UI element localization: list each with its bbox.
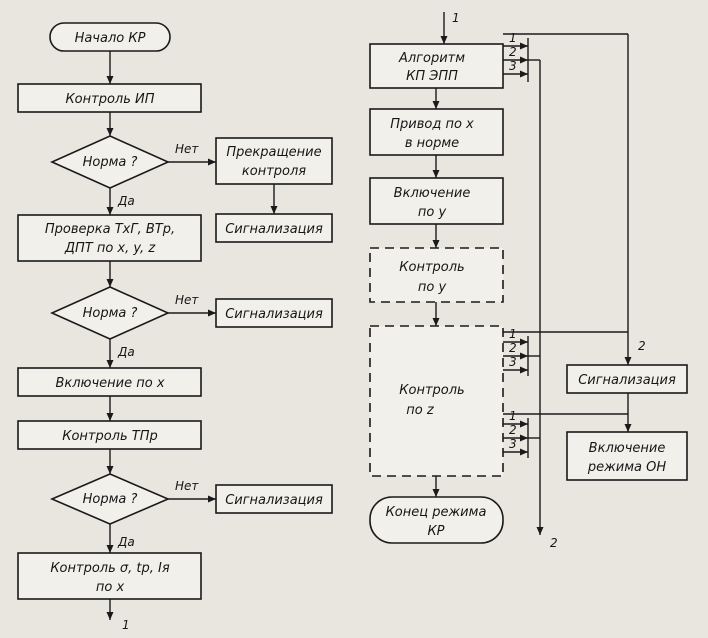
drive-x-line-1: Привод по x	[390, 117, 474, 132]
decision-2-label: Норма ?	[83, 306, 138, 321]
enable-y-box	[369, 177, 504, 225]
connector-2-out-label: 2	[550, 536, 558, 550]
enable-y-line-1: Включение	[394, 186, 471, 201]
decision-3-yes-label: Да	[117, 535, 135, 549]
enable-on-box	[566, 431, 688, 481]
check-y-line-2: по y	[418, 280, 447, 295]
decision-1-label: Норма ?	[83, 155, 138, 170]
end-mode-terminal	[369, 496, 504, 544]
check-z-out-b3-label: 3	[509, 437, 517, 451]
check-ip-box	[17, 83, 202, 113]
decision-1-yes-label: Да	[117, 194, 135, 208]
algorithm-line-2: КП ЭПП	[406, 69, 458, 84]
enable-on-line-1: Включение	[589, 441, 666, 456]
check-y-line-1: Контроль	[399, 260, 464, 275]
check-params-line-2: по x	[96, 580, 125, 595]
decision-2-no-label: Нет	[175, 293, 199, 307]
check-sensors-line-1: Проверка ТхГ, ВТр,	[45, 222, 175, 237]
enable-on-line-2: режима ОН	[587, 460, 667, 475]
check-params-line-1: Контроль σ, tр, Iя	[50, 561, 170, 576]
check-z-out-b1-label: 1	[509, 409, 517, 423]
check-z-out-b2-label: 2	[509, 423, 517, 437]
signal-4-label: Сигнализация	[578, 373, 676, 388]
signal-1-label: Сигнализация	[225, 222, 323, 237]
check-y-box	[369, 247, 504, 303]
signal-2-label: Сигнализация	[225, 307, 323, 322]
decision-2-yes-label: Да	[117, 345, 135, 359]
end-mode-line-1: Конец режима	[386, 505, 487, 520]
check-z-out-a2-label: 2	[509, 341, 517, 355]
algorithm-out-1-label: 1	[509, 31, 517, 45]
start-label: Начало КР	[75, 31, 146, 46]
decision-1-no-label: Нет	[175, 142, 199, 156]
connector-1-in-label: 1	[452, 11, 460, 25]
enable-y-line-2: по y	[418, 205, 447, 220]
decision-3-no-label: Нет	[175, 479, 199, 493]
check-sensors-box	[17, 214, 202, 262]
check-sensors-line-2: ДПТ по x, y, z	[64, 241, 156, 256]
algorithm-out-2-label: 2	[509, 45, 517, 59]
drive-x-box	[369, 108, 504, 156]
signal-2-box	[215, 298, 333, 328]
enable-x-label: Включение по x	[55, 376, 164, 391]
enable-x-box	[17, 367, 202, 397]
check-tpr-box	[17, 420, 202, 450]
check-z-out-a3-label: 3	[509, 355, 517, 369]
check-z-line-2: по z	[406, 403, 435, 418]
connector-2-in-label: 2	[638, 339, 646, 353]
signal-1-box	[215, 213, 333, 243]
stop-control-line-2: контроля	[242, 164, 306, 179]
connector-1-out-label: 1	[122, 618, 130, 632]
algorithm-out-3-label: 3	[509, 59, 517, 73]
check-ip-label: Контроль ИП	[65, 92, 154, 107]
check-params-box	[17, 552, 202, 600]
signal-4-box	[566, 364, 688, 394]
signal-3-box	[215, 484, 333, 514]
signal-3-label: Сигнализация	[225, 493, 323, 508]
algorithm-line-1: Алгоритм	[398, 51, 465, 66]
check-z-box	[369, 325, 504, 477]
end-mode-line-2: КР	[427, 524, 444, 539]
drive-x-line-2: в норме	[405, 136, 459, 151]
stop-control-line-1: Прекращение	[226, 145, 321, 160]
check-z-line-1: Контроль	[399, 383, 464, 398]
check-z-out-a1-label: 1	[509, 327, 517, 341]
check-tpr-label: Контроль ТПр	[62, 429, 158, 444]
decision-3-label: Норма ?	[83, 492, 138, 507]
